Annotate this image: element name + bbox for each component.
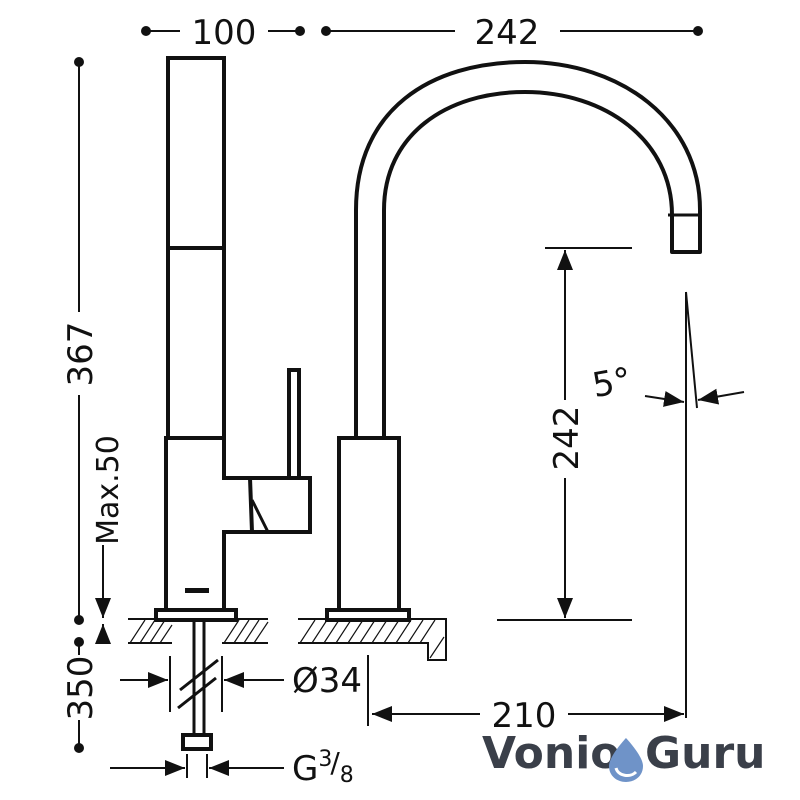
countertop-right [298,618,447,661]
dimension-top-reach: 242 [321,13,703,53]
logo-text-guru: Guru [645,728,765,779]
dimension-spout-height: 242 [497,247,632,621]
dimension-label-367: 367 [61,322,101,387]
dimension-label-210: 210 [492,696,557,736]
dimension-label-o34: Ø34 [292,661,362,701]
dimension-connection: G3/8 [110,746,354,789]
water-drop-icon [609,738,643,782]
dimension-label-242-top: 242 [475,13,540,53]
faucet-front-view [325,60,702,622]
brand-logo: Vonio Guru [482,728,765,782]
countertop-left [128,618,269,644]
dimension-label-350: 350 [61,656,101,721]
dimension-label-g38: G3/8 [292,746,354,789]
dimension-label-max50: Max.50 [91,435,126,545]
faucet-side-view [154,56,312,751]
logo-text-vonio: Vonio [482,728,621,779]
dimension-hole-diameter: Ø34 [120,656,362,712]
dimension-spout-offset: 210 [367,655,684,736]
dimension-spout-angle: 5° [589,291,745,718]
dimension-below-deck: 350 [61,637,101,753]
dimension-label-5deg: 5° [589,360,634,406]
dimension-label-242-spout: 242 [547,406,587,471]
dimension-overall-height: 367 [61,57,101,625]
dimension-max-deck: Max.50 [91,435,126,644]
dimension-top-width: 100 [141,13,305,53]
dimension-label-100: 100 [192,13,257,53]
